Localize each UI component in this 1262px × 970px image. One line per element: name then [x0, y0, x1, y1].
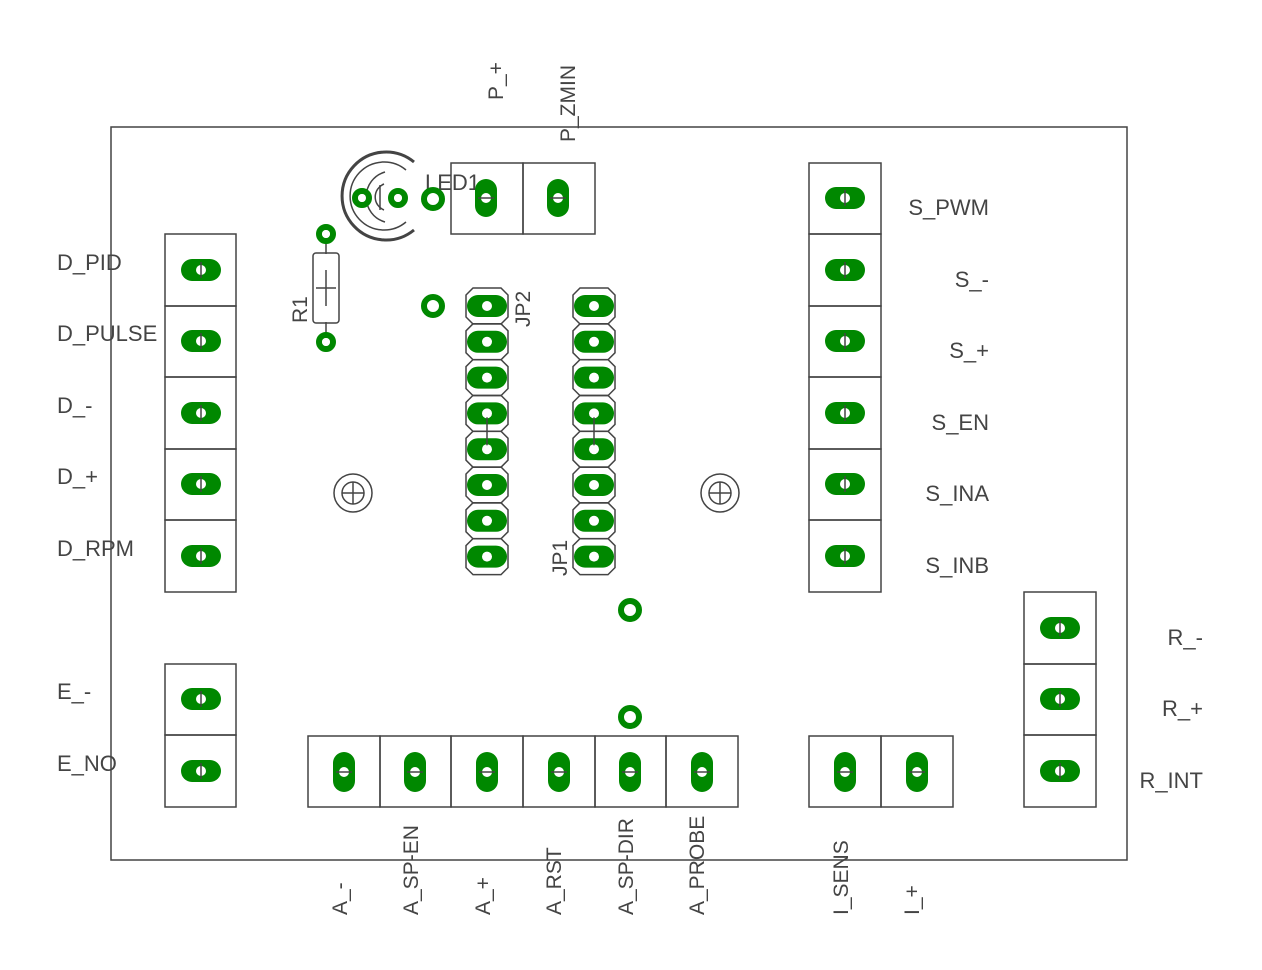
s-pad-2: [825, 259, 865, 281]
s-pad-4: [825, 402, 865, 424]
r1-pad-1: [316, 224, 336, 244]
board-outline: [110, 126, 1128, 861]
label-p-zmin: P_ZMIN: [557, 65, 580, 142]
label-s-en: S_EN: [932, 410, 989, 435]
mounting-hole-left: [333, 473, 373, 513]
e-pad-1: [181, 688, 221, 710]
jp2-label: JP2: [512, 291, 535, 327]
jp1-pin-2: [574, 330, 614, 353]
label-e-minus: E_-: [57, 679, 91, 704]
label-s-plus: S_+: [949, 338, 989, 363]
jp1-label: JP1: [549, 540, 572, 576]
d-pad-4: [181, 473, 221, 495]
jp2-pin-2: [467, 330, 507, 353]
label-s-pwm: S_PWM: [908, 195, 989, 220]
label-r-minus: R_-: [1168, 625, 1203, 650]
jp1-pin-5: [574, 438, 614, 461]
connector-bottom-i: I_SENS I_+: [808, 735, 954, 915]
a-pad-4: [548, 752, 570, 792]
jp2-pin-1: [467, 295, 507, 317]
connector-bottom-a: A_- A_SP-EN A_+ A_RST A_SP-DIR A_PROBE: [307, 735, 739, 915]
label-d-minus: D_-: [57, 393, 92, 418]
resistor-r1: R1: [289, 224, 340, 352]
via-center-upper: [618, 598, 642, 622]
led1-pad-2: [388, 188, 408, 208]
jp1-pin-8: [574, 545, 614, 568]
a-pad-1: [333, 752, 355, 792]
d-pad-3: [181, 402, 221, 424]
jp1-pin-1: [574, 295, 614, 317]
label-d-pid: D_PID: [57, 250, 122, 275]
s-pad-6: [825, 545, 865, 567]
r1-pad-2: [316, 332, 336, 352]
label-a-probe: A_PROBE: [686, 816, 709, 915]
jp2-pin-5: [467, 438, 507, 461]
jp1-pin-7: [574, 509, 614, 532]
label-a-sp-en: A_SP-EN: [400, 825, 423, 915]
via-center-lower: [618, 705, 642, 729]
i-pad-1: [834, 752, 856, 792]
a-pad-5: [619, 752, 641, 792]
label-r-int: R_INT: [1139, 768, 1203, 793]
a-pad-6: [691, 752, 713, 792]
header-jp1: JP1: [549, 287, 616, 576]
jp1-pin-4: [574, 402, 614, 425]
led1-pad-1: [352, 188, 372, 208]
label-i-plus: I_+: [901, 885, 924, 915]
i-pad-2: [906, 752, 928, 792]
connector-right-s: S_PWM S_- S_+ S_EN S_INA S_INB: [808, 162, 989, 593]
via-jp2: [421, 294, 445, 318]
connector-left-d: D_PID D_PULSE D_- D_+ D_RPM: [57, 233, 237, 593]
s-pad-5: [825, 473, 865, 495]
label-a-sp-dir: A_SP-DIR: [615, 818, 638, 915]
label-a-rst: A_RST: [543, 847, 566, 915]
label-r-plus: R_+: [1162, 696, 1203, 721]
jp1-pin-3: [574, 366, 614, 389]
jp2-pin-8: [467, 545, 507, 568]
s-pad-1: [825, 187, 865, 209]
label-a-plus: A_+: [472, 877, 495, 915]
connector-left-e: E_- E_NO: [57, 663, 237, 808]
r1-label: R1: [289, 296, 312, 323]
jp2-pin-3: [467, 366, 507, 389]
r-pad-1: [1040, 617, 1080, 639]
label-p-plus: P_+: [485, 62, 508, 100]
label-e-no: E_NO: [57, 751, 117, 776]
jp2-pin-7: [467, 509, 507, 532]
label-d-pulse: D_PULSE: [57, 321, 157, 346]
label-i-sens: I_SENS: [830, 840, 853, 915]
d-pad-5: [181, 545, 221, 567]
jp2-pin-6: [467, 474, 507, 496]
connector-top-pad-1: [475, 179, 497, 217]
label-s-inb: S_INB: [925, 553, 989, 578]
s-pad-3: [825, 330, 865, 352]
connector-right-r: R_- R_+ R_INT: [1023, 591, 1203, 808]
d-pad-2: [181, 330, 221, 352]
label-a-minus: A_-: [329, 882, 352, 915]
via-led: [421, 187, 445, 211]
label-s-minus: S_-: [955, 267, 989, 292]
mounting-hole-right: [700, 473, 740, 513]
label-d-rpm: D_RPM: [57, 536, 134, 561]
connector-top: P_+ P_ZMIN: [450, 62, 596, 235]
e-pad-2: [181, 760, 221, 782]
jp1-pin-6: [574, 474, 614, 496]
led1: LED1: [340, 150, 480, 242]
d-pad-1: [181, 259, 221, 281]
connector-top-pad-2: [547, 179, 569, 217]
a-pad-3: [476, 752, 498, 792]
label-s-ina: S_INA: [925, 481, 989, 506]
label-d-plus: D_+: [57, 464, 98, 489]
jp2-pin-4: [467, 402, 507, 425]
a-pad-2: [404, 752, 426, 792]
header-jp2: JP2: [465, 287, 535, 576]
r-pad-3: [1040, 760, 1080, 782]
r-pad-2: [1040, 688, 1080, 710]
